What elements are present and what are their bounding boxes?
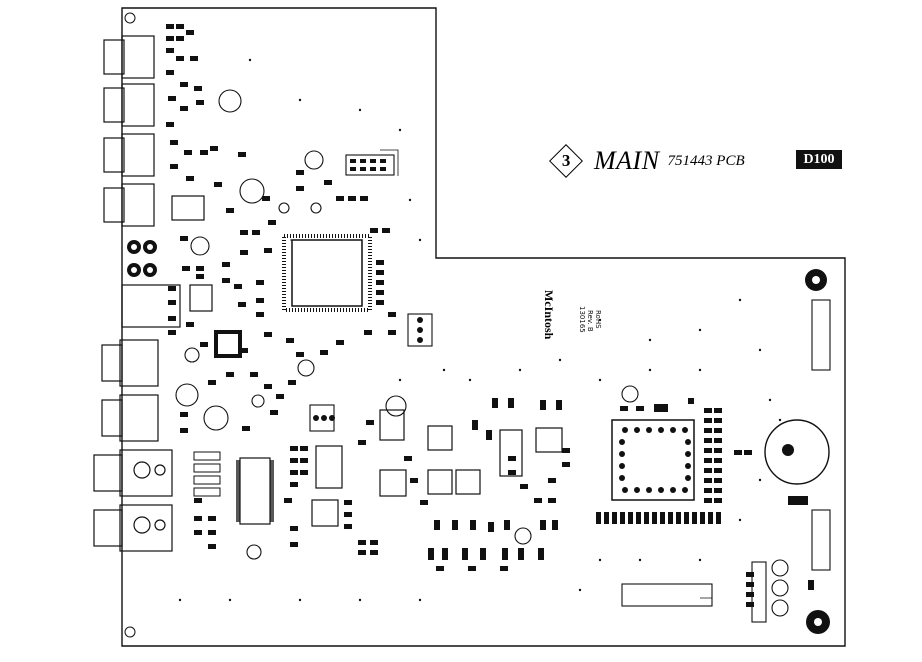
soic-chip [455, 469, 481, 495]
main-qfp-chip [282, 234, 372, 312]
model-badge: D100 [796, 150, 842, 169]
soic-chip [315, 445, 343, 489]
board-rev: Rev. B [586, 310, 594, 332]
header-connector [811, 299, 831, 371]
large-capacitor [764, 419, 830, 485]
board-code: 130165 [578, 306, 586, 333]
soic-chip [499, 429, 523, 477]
header-connector [345, 154, 395, 176]
board-outline [121, 7, 846, 647]
mounting-hole [124, 626, 136, 638]
sheet-number: 3 [561, 151, 571, 170]
soic-chip [171, 195, 205, 221]
header-connector [621, 583, 713, 607]
soic-chip [239, 457, 271, 525]
main-label: MAIN [594, 146, 660, 175]
header-connector [751, 561, 767, 623]
sheet-number-diamond: 3 [549, 144, 583, 178]
plcc-chip [611, 419, 695, 501]
title-block: 3 MAIN 751443 PCB [548, 144, 745, 178]
mounting-hole [124, 12, 136, 24]
header-connector [407, 313, 433, 347]
rca-jacks [93, 35, 181, 552]
soic-chip [535, 427, 563, 453]
part-number-label: 751443 PCB [667, 152, 745, 169]
soic-chip [189, 284, 213, 312]
soic-chip [311, 499, 339, 527]
soic-chip [427, 425, 453, 451]
brand-logo: McIntosh [542, 290, 556, 340]
header-connector [811, 509, 831, 571]
board-rohs: RoHS [594, 310, 602, 329]
soic-chip [379, 469, 407, 497]
soic-chip [427, 469, 453, 495]
